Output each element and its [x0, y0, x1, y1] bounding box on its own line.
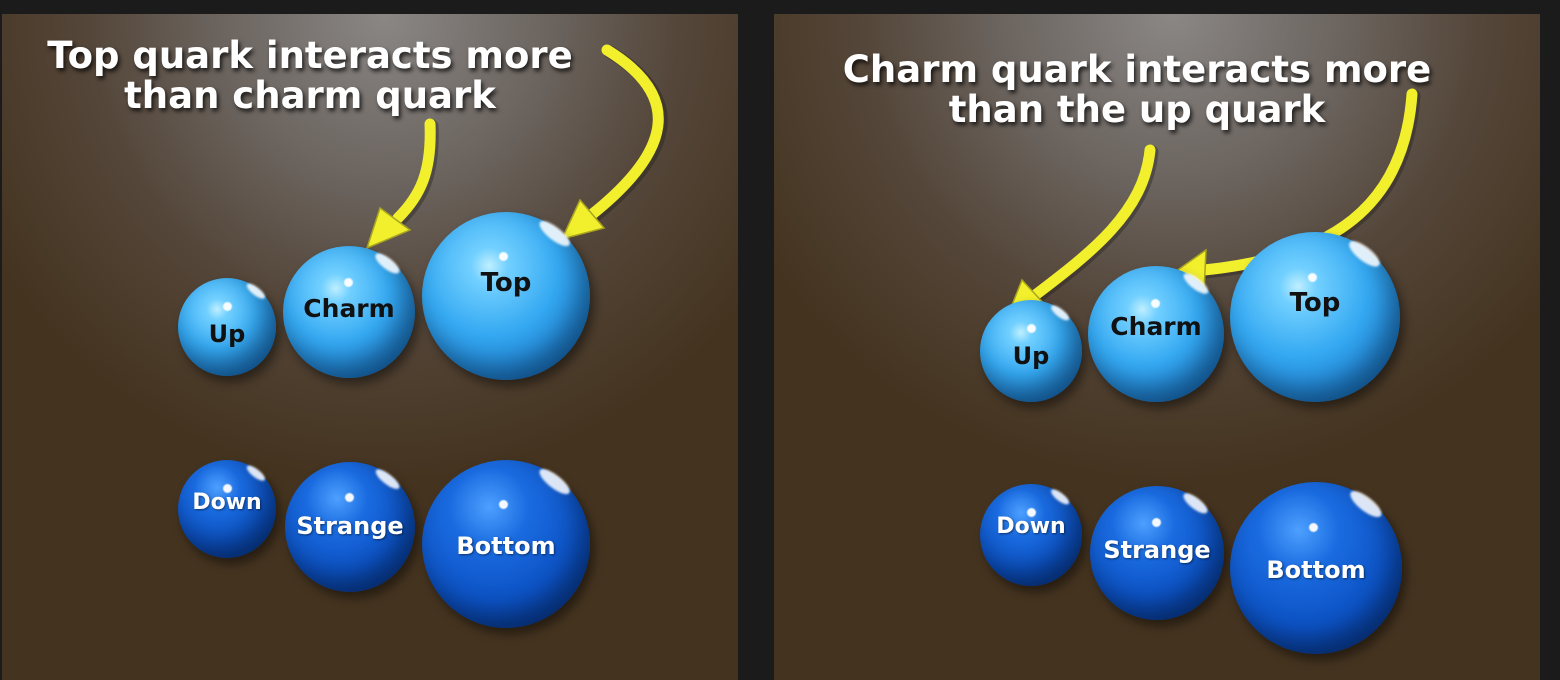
quark-label: Bottom [1266, 556, 1366, 584]
title-line-2: than the up quark [948, 88, 1326, 131]
quark-label: Up [1012, 342, 1050, 370]
quark-down: Down [178, 460, 276, 558]
quark-bottom: Bottom [1230, 482, 1402, 654]
title-line-2: than charm quark [124, 74, 496, 117]
quark-label: Strange [1103, 536, 1211, 564]
quark-charm: Charm [1088, 266, 1224, 402]
quark-down: Down [980, 484, 1082, 586]
quark-label: Strange [296, 512, 404, 540]
quark-charm: Charm [283, 246, 415, 378]
quark-top: Top [1230, 232, 1400, 402]
quark-label: Down [996, 514, 1066, 539]
quark-label: Up [208, 320, 246, 348]
quark-label: Charm [1110, 312, 1202, 341]
quark-label: Down [192, 490, 262, 515]
quark-label: Charm [303, 294, 395, 323]
title-line-1: Top quark interacts more [47, 34, 573, 77]
arrow-to-top-head [560, 198, 606, 241]
panel-charm-vs-up: Charm quark interacts more than the up q… [774, 14, 1540, 680]
quark-bottom: Bottom [422, 460, 590, 628]
panel-top-vs-charm: Top quark interacts more than charm quar… [2, 14, 738, 680]
quark-strange: Strange [1090, 486, 1224, 620]
quark-up: Up [178, 278, 276, 376]
title-line-1: Charm quark interacts more [842, 48, 1432, 91]
quark-label: Bottom [456, 532, 556, 560]
quark-up: Up [980, 300, 1082, 402]
quark-label: Top [1289, 288, 1341, 318]
arrow-to-charm-shaft [392, 118, 436, 224]
quark-strange: Strange [285, 462, 415, 592]
arrow-to-charm-head [365, 206, 412, 250]
panel-title: Top quark interacts more than charm quar… [2, 36, 738, 116]
panel-title: Charm quark interacts more than the up q… [774, 50, 1540, 130]
quark-label: Top [480, 268, 532, 298]
quark-top: Top [422, 212, 590, 380]
